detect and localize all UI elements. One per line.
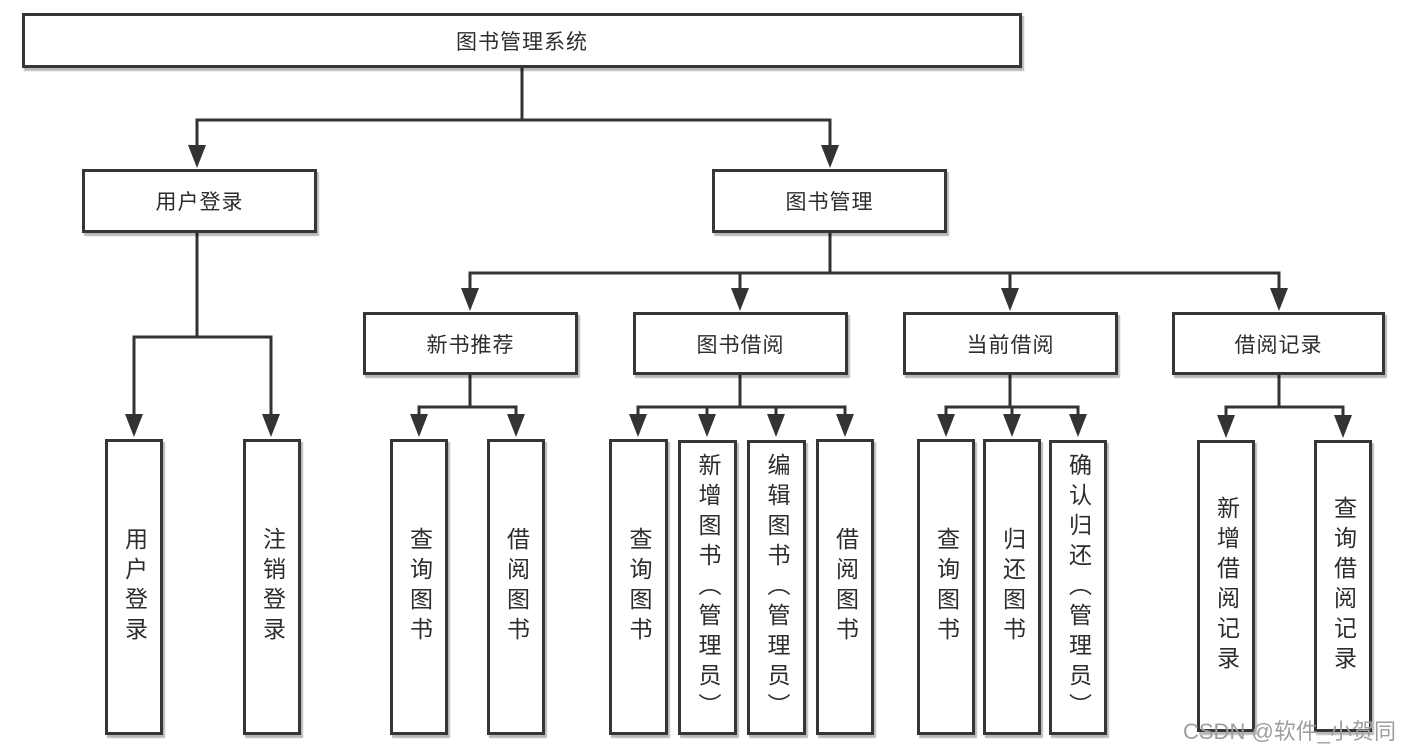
node-label: 借阅记录 (1234, 333, 1323, 357)
leaf-bb-edit-books-admin: 编辑图书（管理员） (747, 440, 806, 735)
connector-userlogin-split (132, 335, 273, 420)
arrowhead-bb-edit (767, 414, 785, 437)
leaf-logout-login: 注销登录 (243, 439, 301, 735)
leaf-br-query-record: 查询借阅记录 (1314, 440, 1372, 732)
leaf-bb-borrow-books: 借阅图书 (816, 439, 874, 735)
arrowhead-leaf-userlogin (125, 414, 143, 437)
arrowhead-borrowrecords (1270, 288, 1288, 311)
arrowhead-nb-query (410, 414, 428, 437)
node-label: 确认归还（管理员） (1065, 452, 1092, 723)
node-book-borrowing: 图书借阅 (633, 312, 848, 375)
node-label: 编辑图书（管理员） (764, 452, 790, 723)
connector-level1-split (195, 118, 832, 150)
leaf-bb-query-books: 查询图书 (609, 439, 668, 735)
node-label: 新增借阅记录 (1213, 496, 1240, 676)
arrowhead-bookmgmt (821, 145, 839, 168)
node-label: 当前借阅 (966, 333, 1055, 357)
node-label: 查询图书 (933, 527, 960, 647)
node-label: 查询借阅记录 (1330, 496, 1357, 676)
arrowhead-bb-borrow (836, 414, 854, 437)
leaf-cb-confirm-return-admin: 确认归还（管理员） (1049, 440, 1107, 735)
node-book-management: 图书管理 (712, 169, 947, 233)
leaf-cb-query-books: 查询图书 (917, 439, 975, 735)
node-label: 查询图书 (626, 527, 652, 647)
node-new-book-recommend: 新书推荐 (363, 312, 578, 375)
node-label: 查询图书 (406, 527, 433, 647)
node-library-management-system: 图书管理系统 (22, 13, 1022, 68)
leaf-br-add-record: 新增借阅记录 (1197, 440, 1255, 732)
arrowhead-nb-borrow (507, 414, 525, 437)
node-label: 图书管理 (785, 191, 874, 214)
leaf-nb-borrow-books: 借阅图书 (487, 439, 545, 735)
leaf-nb-query-books: 查询图书 (390, 439, 448, 735)
arrowhead-br-query (1334, 415, 1352, 438)
node-label: 用户登录 (121, 527, 148, 647)
arrowhead-cb-confirm (1069, 414, 1087, 437)
arrowhead-newbook (461, 288, 479, 311)
arrowhead-userlogin (188, 145, 206, 168)
csdn-watermark: CSDN @软件_小贺同学 (1183, 719, 1397, 744)
connector-newbook-split (417, 405, 518, 422)
node-user-login: 用户登录 (82, 169, 317, 233)
arrowhead-cb-return (1003, 414, 1021, 437)
arrowhead-bb-add (698, 414, 716, 437)
arrowhead-leaf-logout (262, 414, 280, 437)
arrowhead-cb-query (937, 414, 955, 437)
connector-borrowrecords-split (1224, 405, 1345, 422)
node-current-borrowing: 当前借阅 (903, 312, 1118, 375)
leaf-user-login: 用户登录 (105, 439, 163, 735)
leaf-bb-add-books-admin: 新增图书（管理员） (678, 440, 737, 735)
node-label: 借阅图书 (503, 527, 530, 647)
connector-bookborrow-split (636, 405, 847, 422)
node-label: 注销登录 (259, 527, 286, 647)
node-label: 用户登录 (155, 191, 244, 214)
node-label: 归还图书 (999, 527, 1026, 647)
arrowheads (125, 145, 1352, 438)
node-borrowing-records: 借阅记录 (1172, 312, 1385, 375)
node-label: 图书管理系统 (456, 30, 588, 54)
node-label: 新书推荐 (426, 333, 515, 357)
node-label: 图书借阅 (696, 333, 785, 357)
arrowhead-bookborrow (731, 288, 749, 311)
node-label: 借阅图书 (832, 527, 859, 647)
arrowhead-br-add (1217, 415, 1235, 438)
leaf-cb-return-books: 归还图书 (983, 439, 1041, 735)
connector-level3-split (468, 271, 1281, 296)
arrowhead-currentborrow (1001, 288, 1019, 311)
arrowhead-bb-query (629, 414, 647, 437)
node-label: 新增图书（管理员） (695, 452, 721, 723)
